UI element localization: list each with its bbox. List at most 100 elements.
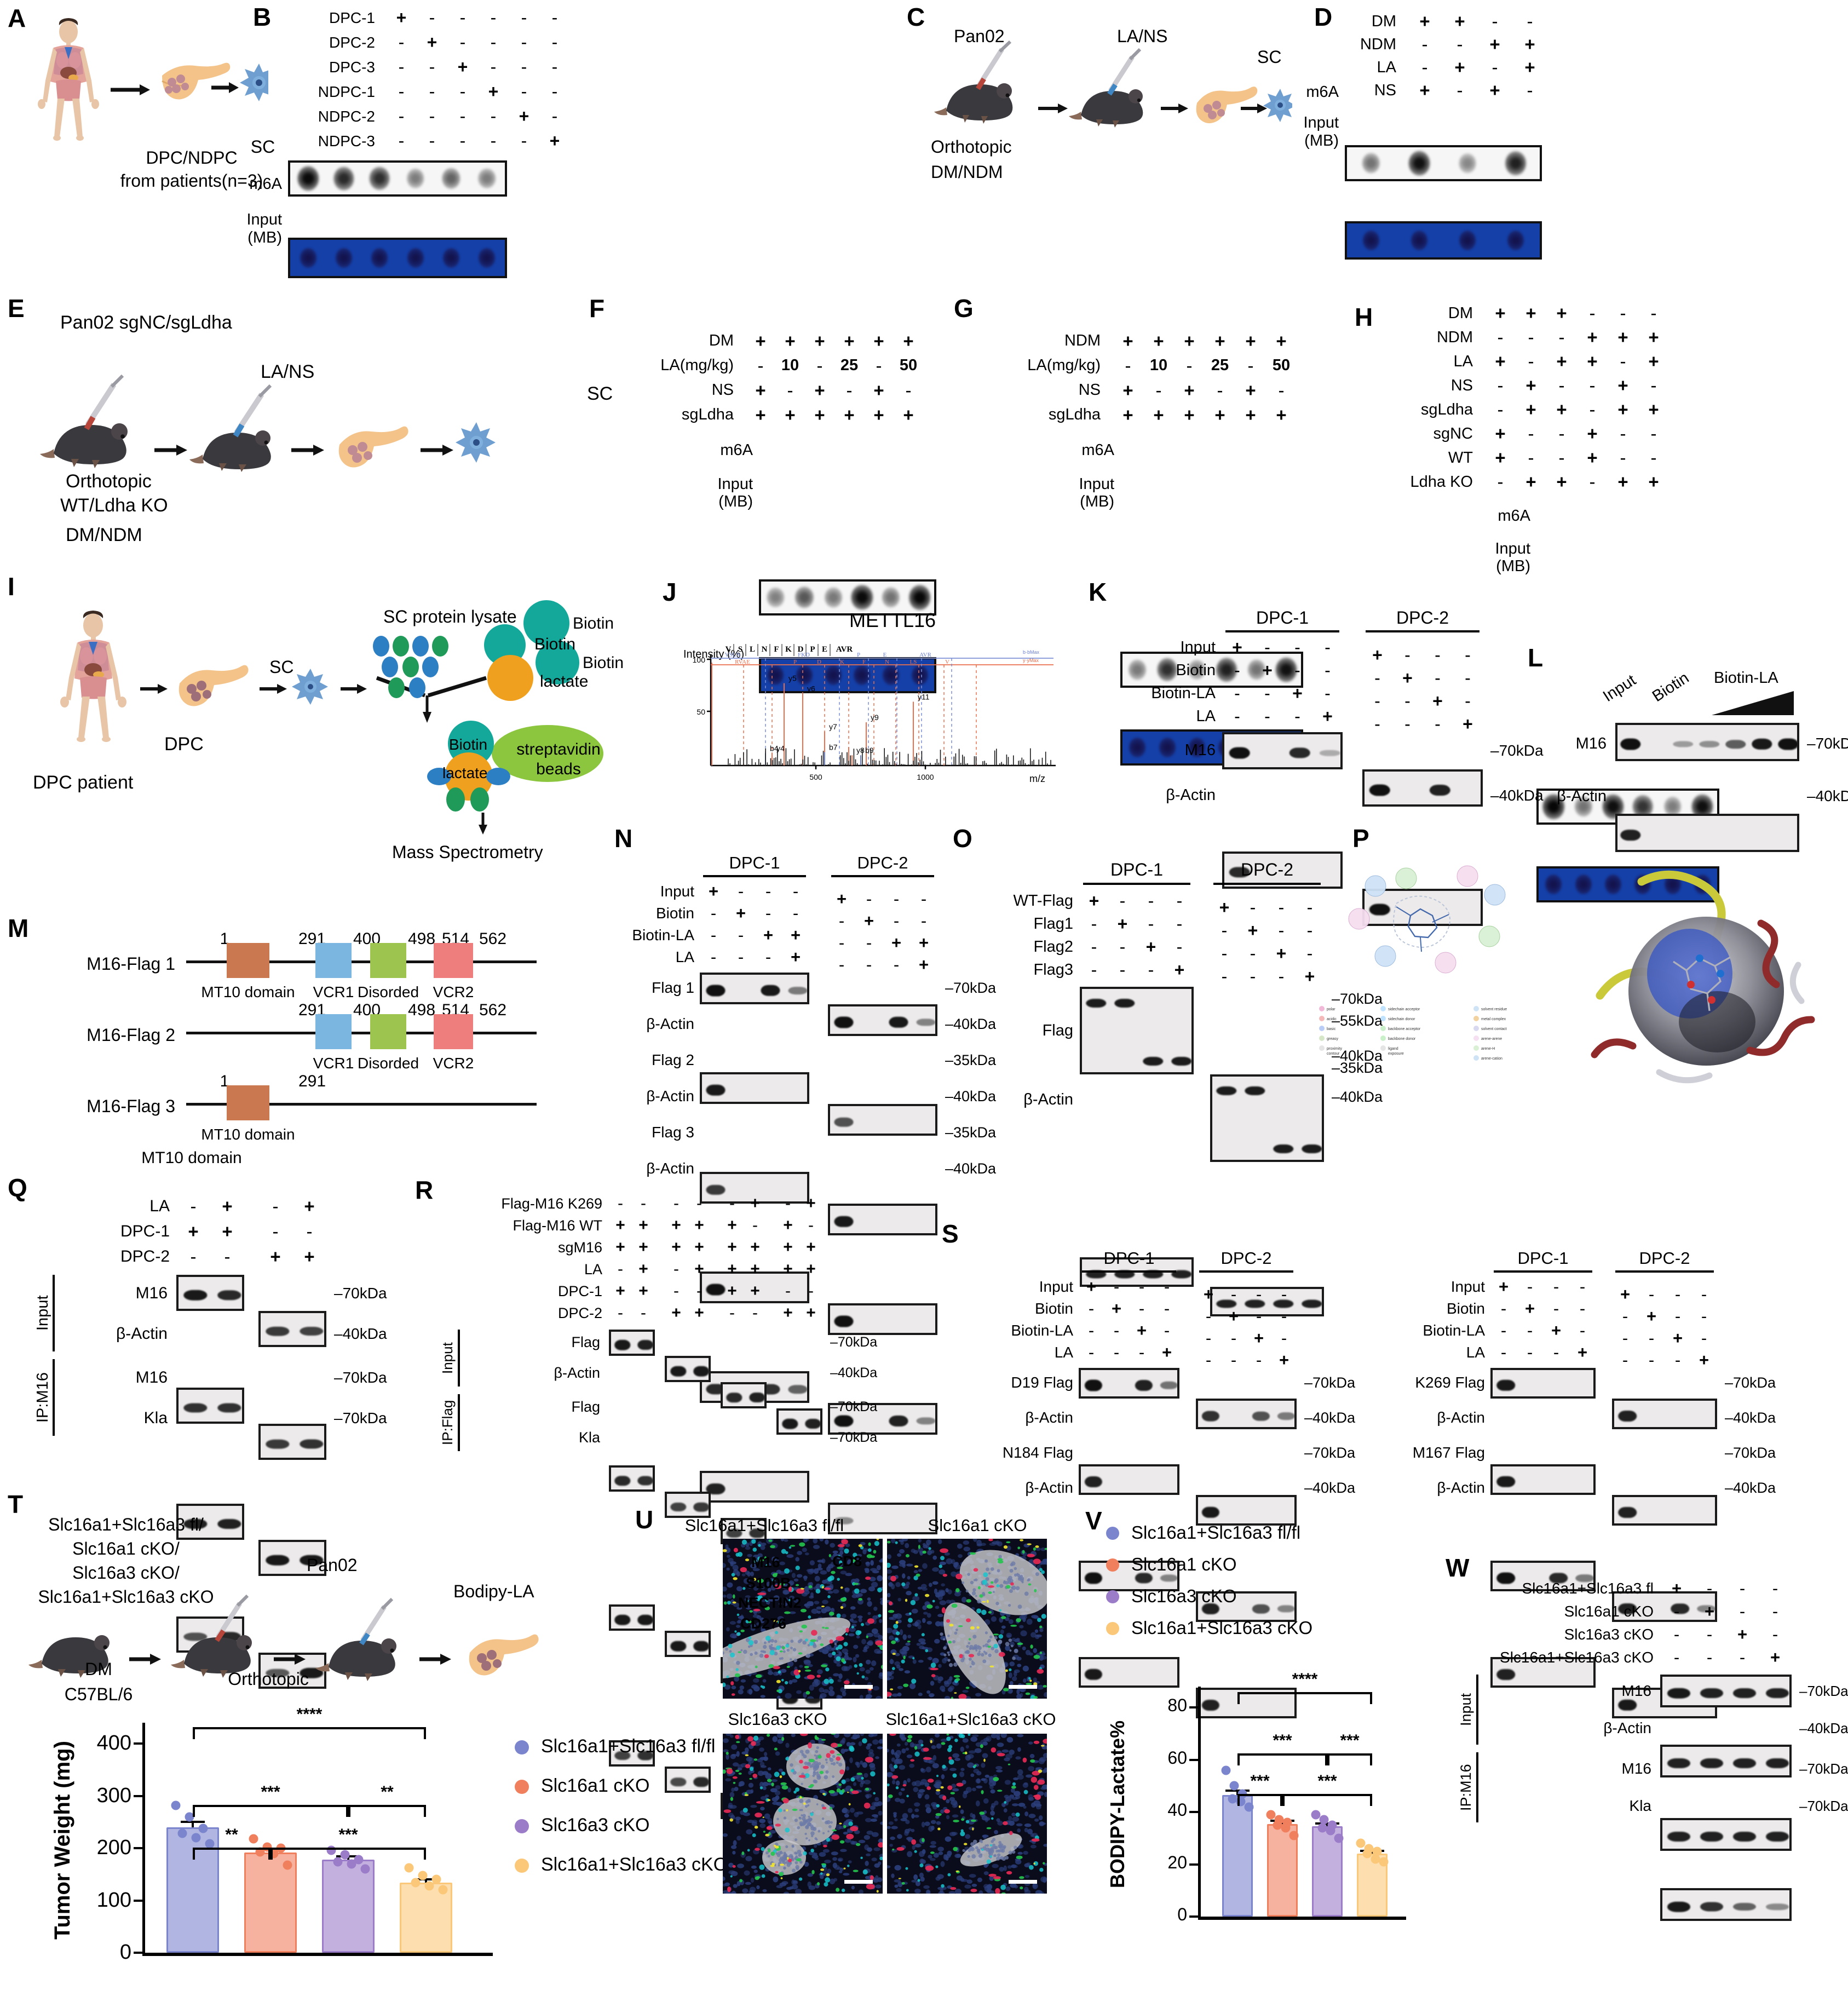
mouse-icon bbox=[28, 1635, 110, 1678]
matrix-cell: - bbox=[1497, 399, 1504, 419]
matrix-cell: - bbox=[1528, 327, 1534, 347]
significance-bracket bbox=[1327, 1753, 1372, 1765]
data-point bbox=[431, 1874, 441, 1884]
svg-text:arene-H: arene-H bbox=[1481, 1047, 1495, 1051]
panel-label-t: T bbox=[8, 1490, 24, 1518]
legend-label: Slc16a1+Slc16a3 fl/fl bbox=[541, 1736, 716, 1757]
matrix-cell: + bbox=[396, 8, 407, 27]
matrix-cell: - bbox=[1589, 399, 1596, 419]
significance-bracket bbox=[1237, 1794, 1282, 1806]
matrix-cell: + bbox=[1495, 351, 1506, 371]
panel-e-cap1: Orthotopic bbox=[66, 471, 152, 492]
matrix-row-label: sgNC bbox=[1433, 425, 1473, 442]
western-blot-band bbox=[1229, 867, 1250, 878]
blot-condition-cell: + bbox=[1463, 714, 1473, 734]
blot-condition-cell: + bbox=[763, 925, 774, 945]
blot-condition-cell: - bbox=[1739, 1579, 1746, 1598]
western-blot-band bbox=[637, 1614, 653, 1625]
molecular-weight-label: –70kDa bbox=[1490, 742, 1544, 759]
matrix-row-label: NS bbox=[1450, 377, 1473, 394]
matrix-cell: - bbox=[521, 131, 527, 151]
svg-text:y7: y7 bbox=[829, 722, 837, 731]
blot-condition-cell: - bbox=[1264, 683, 1270, 703]
western-blot-band bbox=[183, 1403, 208, 1413]
matrix-cell: - bbox=[1527, 80, 1533, 100]
data-point bbox=[360, 1864, 370, 1874]
molecular-weight-label: –40kDa bbox=[945, 1160, 997, 1177]
western-blot-band bbox=[1084, 1379, 1103, 1391]
m6a-dot bbox=[478, 168, 496, 189]
blot-condition-cell: + bbox=[1524, 1299, 1535, 1318]
section-label: IP:M16 bbox=[1458, 1764, 1474, 1811]
blot-condition-cell: + bbox=[727, 1238, 737, 1256]
western-blot-band bbox=[217, 1403, 241, 1413]
matrix-cell: + bbox=[427, 32, 437, 52]
blot-row-label: K269 Flag bbox=[1415, 1374, 1485, 1391]
blot-condition-cell: + bbox=[735, 904, 746, 923]
western-blot-band bbox=[1618, 1507, 1637, 1518]
matrix-cell: - bbox=[429, 131, 435, 151]
panel-label-j: J bbox=[663, 578, 677, 606]
panel-t-schematic bbox=[22, 1593, 624, 1703]
western-blot-band bbox=[1700, 1902, 1723, 1912]
y-tick-label: 20 bbox=[1167, 1852, 1187, 1872]
blot-condition-cell: - bbox=[1553, 1343, 1559, 1362]
blot-condition-cell: - bbox=[1294, 706, 1300, 726]
human-body-icon bbox=[38, 18, 99, 141]
matrix-row-label: Ldha KO bbox=[1410, 473, 1473, 491]
western-blot-band bbox=[916, 1019, 935, 1026]
western-blot-band bbox=[749, 1393, 764, 1402]
blot-condition-cell: + bbox=[750, 1282, 760, 1300]
panel-u-marker-m16: M16 bbox=[751, 1554, 780, 1570]
legend-label: Slc16a3 cKO bbox=[1131, 1586, 1237, 1606]
input-dot bbox=[1129, 738, 1146, 757]
western-blot-band bbox=[805, 1419, 820, 1429]
western-blot-band bbox=[788, 1385, 807, 1394]
data-point bbox=[418, 1871, 428, 1880]
matrix-cell: - bbox=[1528, 423, 1534, 444]
blot-condition-cell: + bbox=[1161, 1343, 1172, 1362]
blot-condition-cell: + bbox=[790, 947, 801, 967]
western-blot-band bbox=[706, 1084, 726, 1096]
blot-condition-cell: + bbox=[615, 1216, 625, 1234]
western-blot-band bbox=[1766, 1758, 1789, 1768]
western-blot-band bbox=[1229, 747, 1250, 759]
y-tick bbox=[134, 1899, 142, 1902]
syringe-icon bbox=[84, 374, 124, 430]
western-blot-box bbox=[1660, 1888, 1792, 1921]
svg-text:backbone acceptor: backbone acceptor bbox=[1388, 1027, 1421, 1031]
blot-condition-cell: - bbox=[1306, 944, 1313, 963]
matrix-cell: 50 bbox=[899, 356, 918, 374]
data-point bbox=[347, 1859, 356, 1869]
matrix-cell: 10 bbox=[1149, 356, 1168, 374]
blot-condition-cell: - bbox=[1374, 714, 1380, 734]
matrix-cell: + bbox=[1419, 80, 1430, 100]
blot-condition-cell: - bbox=[1648, 1350, 1655, 1370]
blot-condition-cell: - bbox=[1435, 668, 1441, 688]
panel-i-beads-label-1: streptavidin bbox=[516, 740, 601, 758]
western-blot-band bbox=[670, 1641, 687, 1652]
error-bar bbox=[1236, 1789, 1239, 1796]
matrix-cell: + bbox=[1122, 405, 1133, 425]
blot-condition-cell: + bbox=[694, 1238, 704, 1256]
matrix-cell: + bbox=[1153, 331, 1164, 351]
schwann-cell-icon bbox=[1263, 89, 1296, 122]
blot-condition-cell: + bbox=[1174, 960, 1185, 980]
molecular-weight-label: –70kDa bbox=[334, 1410, 387, 1426]
svg-text:K: K bbox=[840, 659, 844, 665]
panel-f-input-label: Input bbox=[717, 475, 753, 493]
svg-text:F: F bbox=[774, 645, 779, 654]
western-blot-band bbox=[1699, 741, 1720, 747]
blot-condition-cell: + bbox=[783, 1304, 793, 1322]
western-blot-box bbox=[828, 1104, 937, 1136]
svg-text:P: P bbox=[857, 652, 860, 658]
data-point bbox=[1311, 1810, 1321, 1820]
y-axis bbox=[1198, 1687, 1201, 1917]
western-blot-band bbox=[1302, 1144, 1322, 1153]
blot-row-label: D19 Flag bbox=[1011, 1374, 1073, 1391]
matrix-cell: - bbox=[490, 32, 497, 52]
blot-condition-cell: - bbox=[866, 889, 872, 908]
domain-name: VCR1 bbox=[313, 983, 354, 1000]
